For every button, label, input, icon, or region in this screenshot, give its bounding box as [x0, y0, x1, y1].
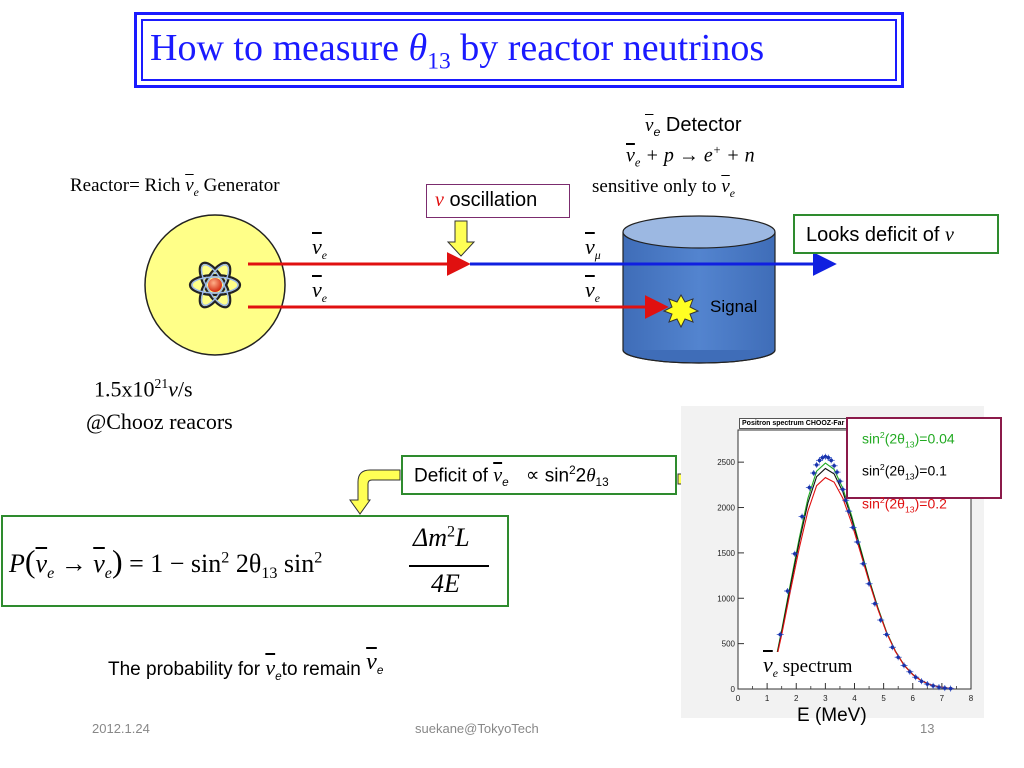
- y-tick-label: 1000: [717, 594, 735, 603]
- data-point: [913, 675, 918, 680]
- data-point: [925, 682, 930, 686]
- atom-icon: [188, 261, 242, 309]
- probability-note: The probability for νeto remain νe: [108, 649, 384, 683]
- data-point: [919, 679, 924, 684]
- footer-email: suekane@TokyoTech: [415, 721, 539, 736]
- chart-legend: sin2(2θ13)=0.04 sin2(2θ13)=0.1 sin2(2θ13)=…: [846, 417, 1002, 514]
- x-tick-label: 0: [736, 694, 741, 703]
- oscillation-arrow-icon: [446, 220, 476, 257]
- reactor-label: Reactor= Rich νe Generator: [70, 175, 280, 199]
- detector-cylinder: [622, 215, 776, 364]
- x-tick-label: 4: [852, 694, 857, 703]
- data-point: [800, 514, 804, 519]
- data-point: [937, 685, 941, 689]
- data-point: [867, 581, 871, 586]
- x-tick-label: 3: [823, 694, 828, 703]
- curve-3: [772, 476, 954, 690]
- data-point: [861, 561, 866, 566]
- deficit-box: Deficit of νe ∝ sin22θ13: [401, 455, 677, 495]
- y-tick-label: 0: [731, 685, 736, 694]
- data-point: [855, 540, 860, 544]
- data-point: [873, 601, 877, 606]
- beam-label-lower-right: νe: [585, 277, 600, 305]
- x-tick-label: 5: [881, 694, 886, 703]
- x-tick-label: 6: [911, 694, 916, 703]
- data-point: [835, 470, 839, 474]
- reactor-rate: 1.5x1021ν/s: [94, 376, 193, 402]
- formula-denominator: 4E: [431, 569, 460, 598]
- x-axis-label: E (MeV): [797, 705, 867, 726]
- x-tick-label: 2: [794, 694, 799, 703]
- x-tick-label: 7: [940, 694, 945, 703]
- spectrum-label: νe spectrum: [763, 652, 853, 681]
- probability-formula: P(νe → νe) = 1 − sin2 2θ13 sin2 Δm2L 4E: [1, 515, 509, 607]
- beam-label-upper-right: νμ: [585, 234, 601, 262]
- x-tick-label: 8: [969, 694, 974, 703]
- signal-burst-icon: [662, 293, 700, 329]
- y-tick-label: 1500: [717, 549, 735, 558]
- formula-numerator: Δm2L: [413, 523, 470, 552]
- detector-reaction: νe + p → e+ + n: [626, 143, 755, 170]
- data-point: [841, 487, 845, 492]
- data-point: [851, 525, 855, 530]
- data-point: [807, 485, 812, 490]
- data-point: [846, 509, 851, 513]
- legend-entry: sin2(2θ13)=0.1: [862, 462, 947, 482]
- data-point: [942, 686, 947, 690]
- beam-label-lower-left: νe: [312, 277, 327, 305]
- data-point: [890, 645, 895, 650]
- y-tick-label: 500: [722, 640, 736, 649]
- detector-sensitivity: sensitive only to νe: [592, 176, 735, 200]
- data-point: [829, 458, 833, 463]
- legend-entry: sin2(2θ13)=0.2: [862, 494, 947, 515]
- footer-page: 13: [920, 721, 935, 736]
- detector-title: νe Detector: [645, 114, 742, 139]
- bend-arrow-icon: [349, 469, 401, 515]
- beam-label-upper-left: νe: [312, 234, 327, 262]
- y-tick-label: 2500: [717, 458, 735, 467]
- signal-label: Signal: [710, 297, 758, 316]
- looks-deficit-box: Looks deficit of ν: [793, 214, 999, 254]
- title-frame: [134, 12, 904, 88]
- data-point: [843, 498, 848, 503]
- data-point: [902, 663, 906, 668]
- data-point: [896, 655, 900, 660]
- legend-entry: sin2(2θ13)=0.04: [862, 430, 955, 450]
- data-point: [814, 463, 819, 467]
- data-point: [785, 589, 790, 593]
- page-title: How to measure θ13 by reactor neutrinos: [150, 27, 765, 75]
- data-point: [948, 686, 953, 691]
- x-tick-label: 1: [765, 694, 770, 703]
- data-point: [884, 632, 889, 637]
- data-point: [811, 471, 816, 475]
- data-point: [838, 479, 842, 484]
- reactor-site: @Chooz reacors: [86, 409, 233, 434]
- data-point: [792, 551, 797, 556]
- y-tick-label: 2000: [717, 504, 735, 513]
- data-point: [778, 632, 783, 637]
- data-point: [931, 684, 935, 688]
- oscillation-box: ν oscillation: [426, 184, 570, 218]
- data-point: [832, 463, 836, 468]
- data-point: [878, 618, 883, 622]
- data-point: [817, 458, 822, 463]
- footer-date: 2012.1.24: [92, 721, 150, 736]
- data-point: [826, 455, 831, 460]
- data-point: [908, 669, 912, 674]
